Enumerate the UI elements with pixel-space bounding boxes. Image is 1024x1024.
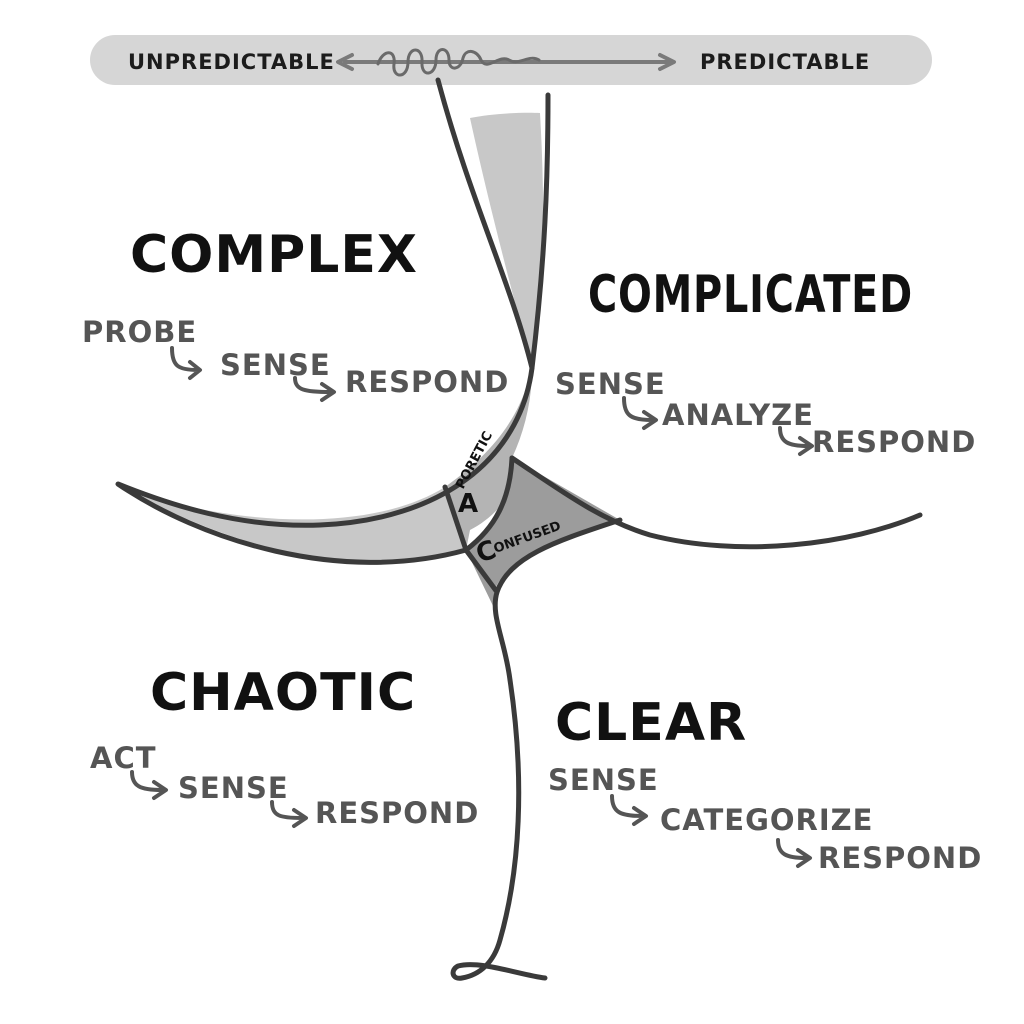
domain-boundaries xyxy=(115,77,923,981)
confused-region xyxy=(466,458,620,610)
step-arrow-icon xyxy=(270,800,308,828)
boundary-aporetic-confused xyxy=(463,455,515,553)
clear-step-3: RESPOND xyxy=(818,841,982,875)
chaotic-step-2: SENSE xyxy=(178,771,289,805)
complicated-step-2: ANALYZE xyxy=(662,398,814,432)
chaotic-step-3: RESPOND xyxy=(315,796,479,830)
boundary-aporetic-left xyxy=(442,484,469,553)
upper-liminal-region xyxy=(470,112,544,368)
predictability-scale: UNPREDICTABLE PREDICTABLE xyxy=(90,35,932,85)
step-arrow-icon xyxy=(622,396,658,430)
domain-complex: COMPLEX PROBE SENSE RESPOND xyxy=(82,225,509,402)
boundary-confused-lower xyxy=(450,517,623,981)
domain-complicated: COMPLICATED SENSE ANALYZE RESPOND xyxy=(555,265,976,459)
complex-title: COMPLEX xyxy=(130,225,418,285)
scale-right-label: PREDICTABLE xyxy=(700,50,870,74)
clear-step-2: CATEGORIZE xyxy=(660,803,873,837)
clear-step-1: SENSE xyxy=(548,763,659,797)
step-arrow-icon xyxy=(130,770,168,800)
boundary-complicated-clear xyxy=(509,455,923,550)
chaotic-title: CHAOTIC xyxy=(150,663,416,723)
step-arrow-icon xyxy=(776,838,812,868)
step-arrow-icon xyxy=(778,426,814,456)
step-arrow-icon xyxy=(170,346,202,380)
complicated-title: COMPLICATED xyxy=(588,265,913,325)
domain-chaotic: CHAOTIC ACT SENSE RESPOND xyxy=(90,663,479,830)
boundary-complex-chaotic xyxy=(115,365,535,565)
chaotic-step-1: ACT xyxy=(90,741,157,775)
complex-step-1: PROBE xyxy=(82,315,197,349)
complicated-step-1: SENSE xyxy=(555,367,666,401)
aporetic-initial: A xyxy=(458,489,478,519)
complex-step-2: SENSE xyxy=(220,348,331,382)
step-arrow-icon xyxy=(610,794,648,826)
domain-clear: CLEAR SENSE CATEGORIZE RESPOND xyxy=(548,693,982,875)
complicated-step-3: RESPOND xyxy=(812,425,976,459)
boundary-confused-center xyxy=(463,547,500,595)
scale-left-label: UNPREDICTABLE xyxy=(128,50,335,74)
complex-step-3: RESPOND xyxy=(345,365,509,399)
double-arrow-icon xyxy=(336,48,676,77)
squiggle-icon xyxy=(376,48,541,77)
clear-title: CLEAR xyxy=(555,693,747,753)
step-arrow-icon xyxy=(293,376,336,402)
